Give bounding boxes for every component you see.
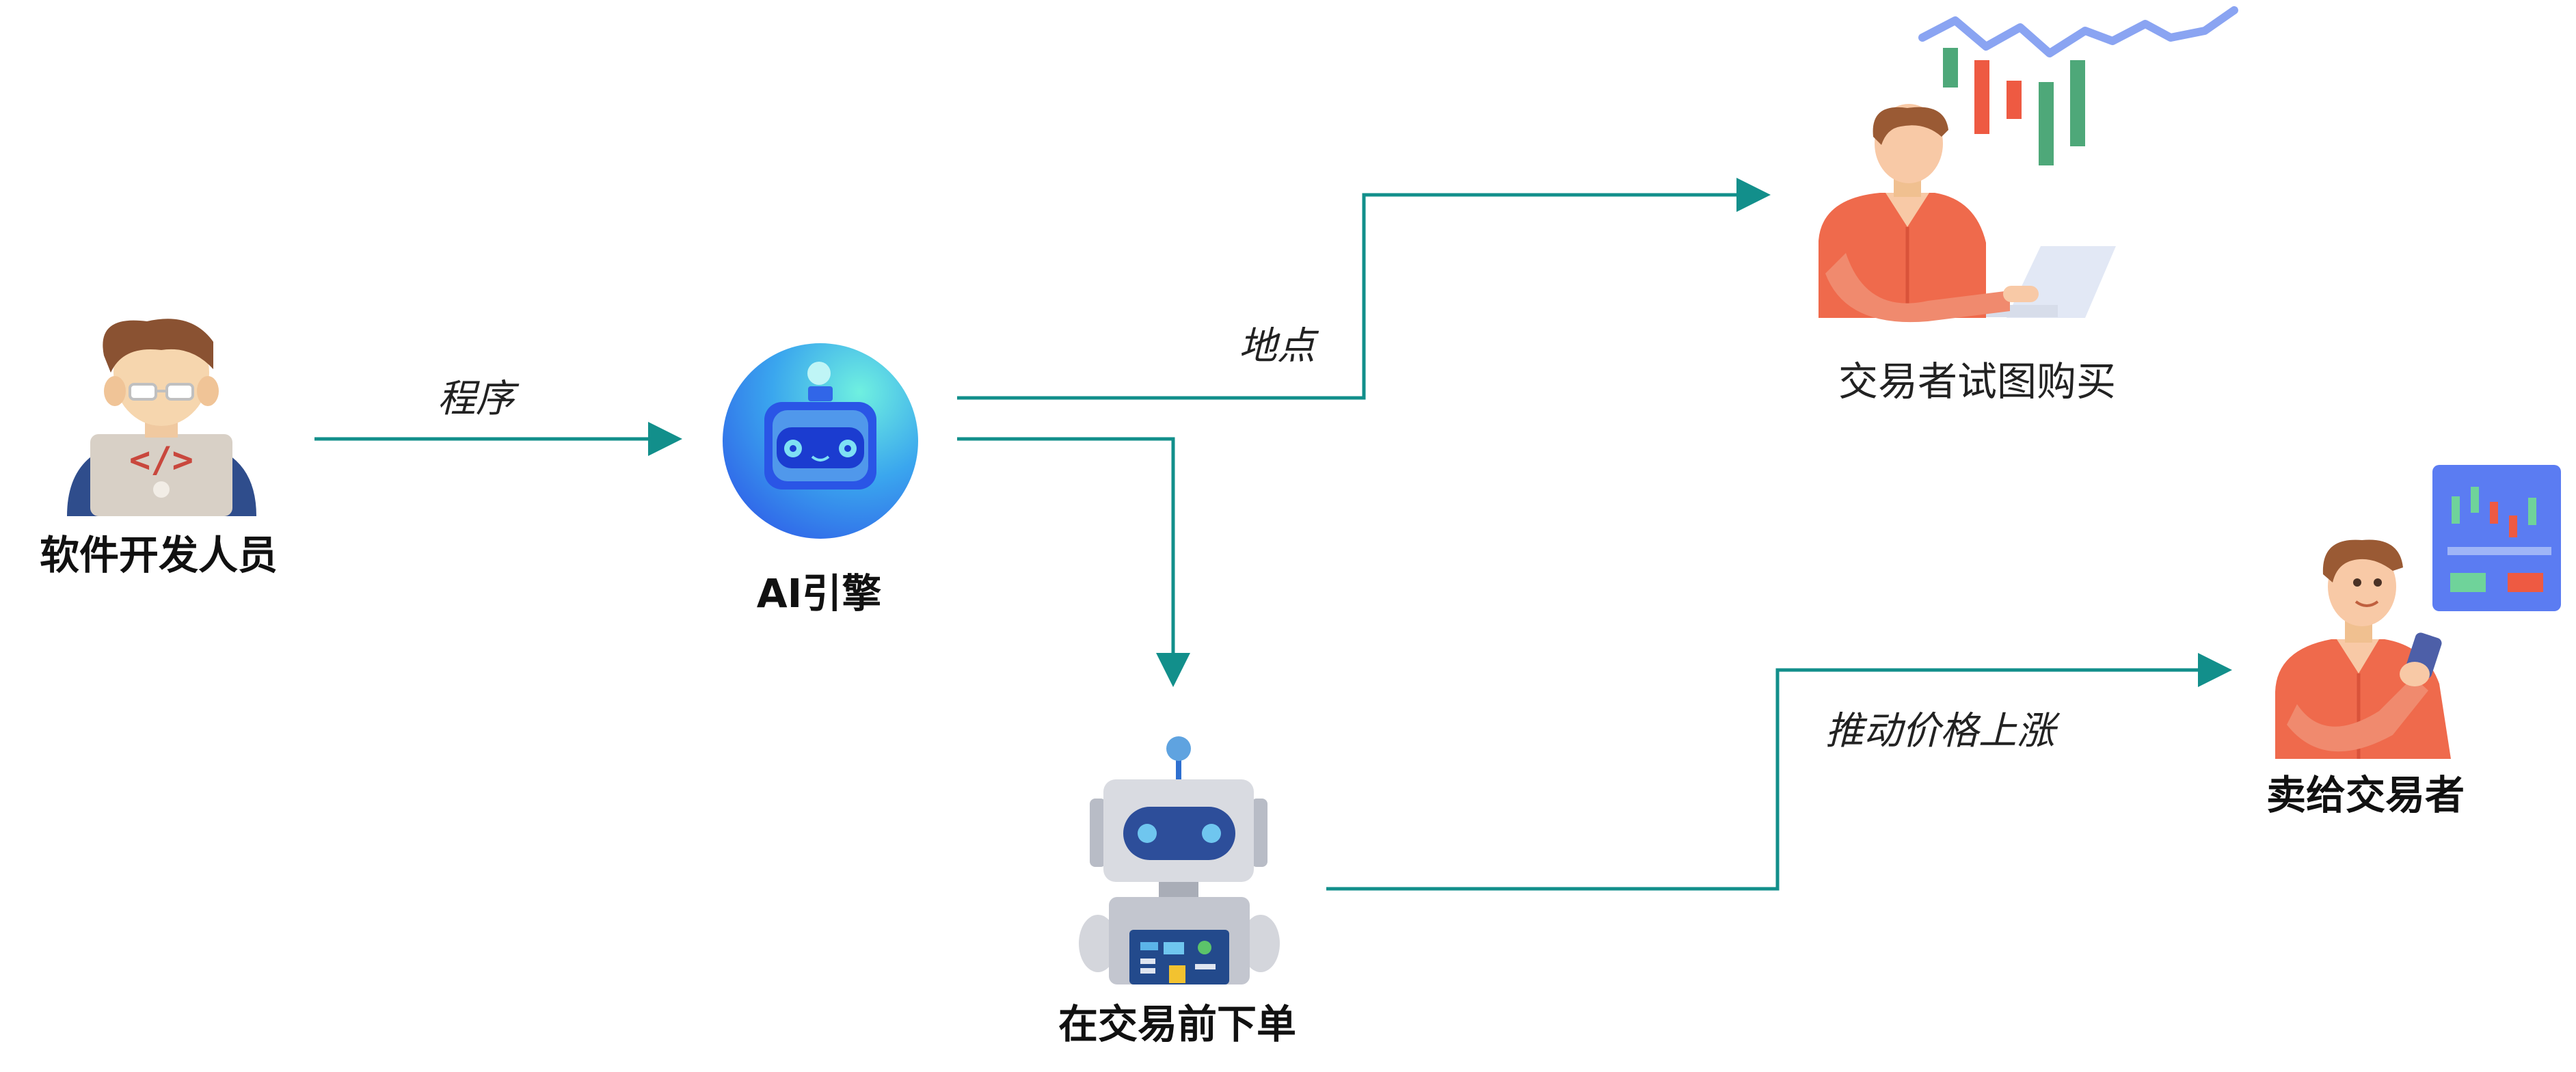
edge-program: 程序 <box>314 377 682 456</box>
edge-push-price: 推动价格上涨 <box>1326 653 2232 891</box>
label-developer: 软件开发人员 <box>40 532 278 578</box>
label-order-robot: 在交易前下单 <box>1058 1001 1296 1047</box>
node-order-robot: 在交易前下单 <box>1058 736 1296 1047</box>
node-sell-trader: 卖给交易者 <box>2266 465 2561 818</box>
arrow-ai-to-trader-buy <box>957 178 1771 400</box>
developer-icon: </> <box>67 319 256 516</box>
label-ai-engine: AI引擎 <box>757 570 881 617</box>
trader-laptop-icon <box>1819 104 2116 323</box>
node-trader-buy: 交易者试图购买 <box>1819 6 2238 405</box>
trading-chart-icon <box>1918 6 2238 165</box>
arrow-ai-to-order-robot <box>957 437 1190 687</box>
node-ai-engine: AI引擎 <box>723 343 918 617</box>
edge-label-push-price: 推动价格上涨 <box>1825 709 2061 753</box>
svg-text:</>: </> <box>129 440 193 481</box>
robot-icon <box>1079 736 1280 984</box>
edge-label-location: 地点 <box>1239 324 1319 368</box>
edge-location: 地点 <box>957 178 1771 400</box>
trader-phone-icon <box>2275 539 2451 759</box>
label-sell-trader: 卖给交易者 <box>2266 772 2465 818</box>
edge-label-program: 程序 <box>438 377 520 421</box>
arrow-robot-to-sell-trader <box>1326 653 2232 891</box>
ai-robot-head-icon <box>723 343 918 539</box>
node-developer: </> 软件开发人员 <box>40 319 278 578</box>
chart-panel-icon <box>2432 465 2561 611</box>
edge-ai-to-robot <box>957 437 1190 687</box>
label-trader-buy: 交易者试图购买 <box>1838 358 2116 405</box>
